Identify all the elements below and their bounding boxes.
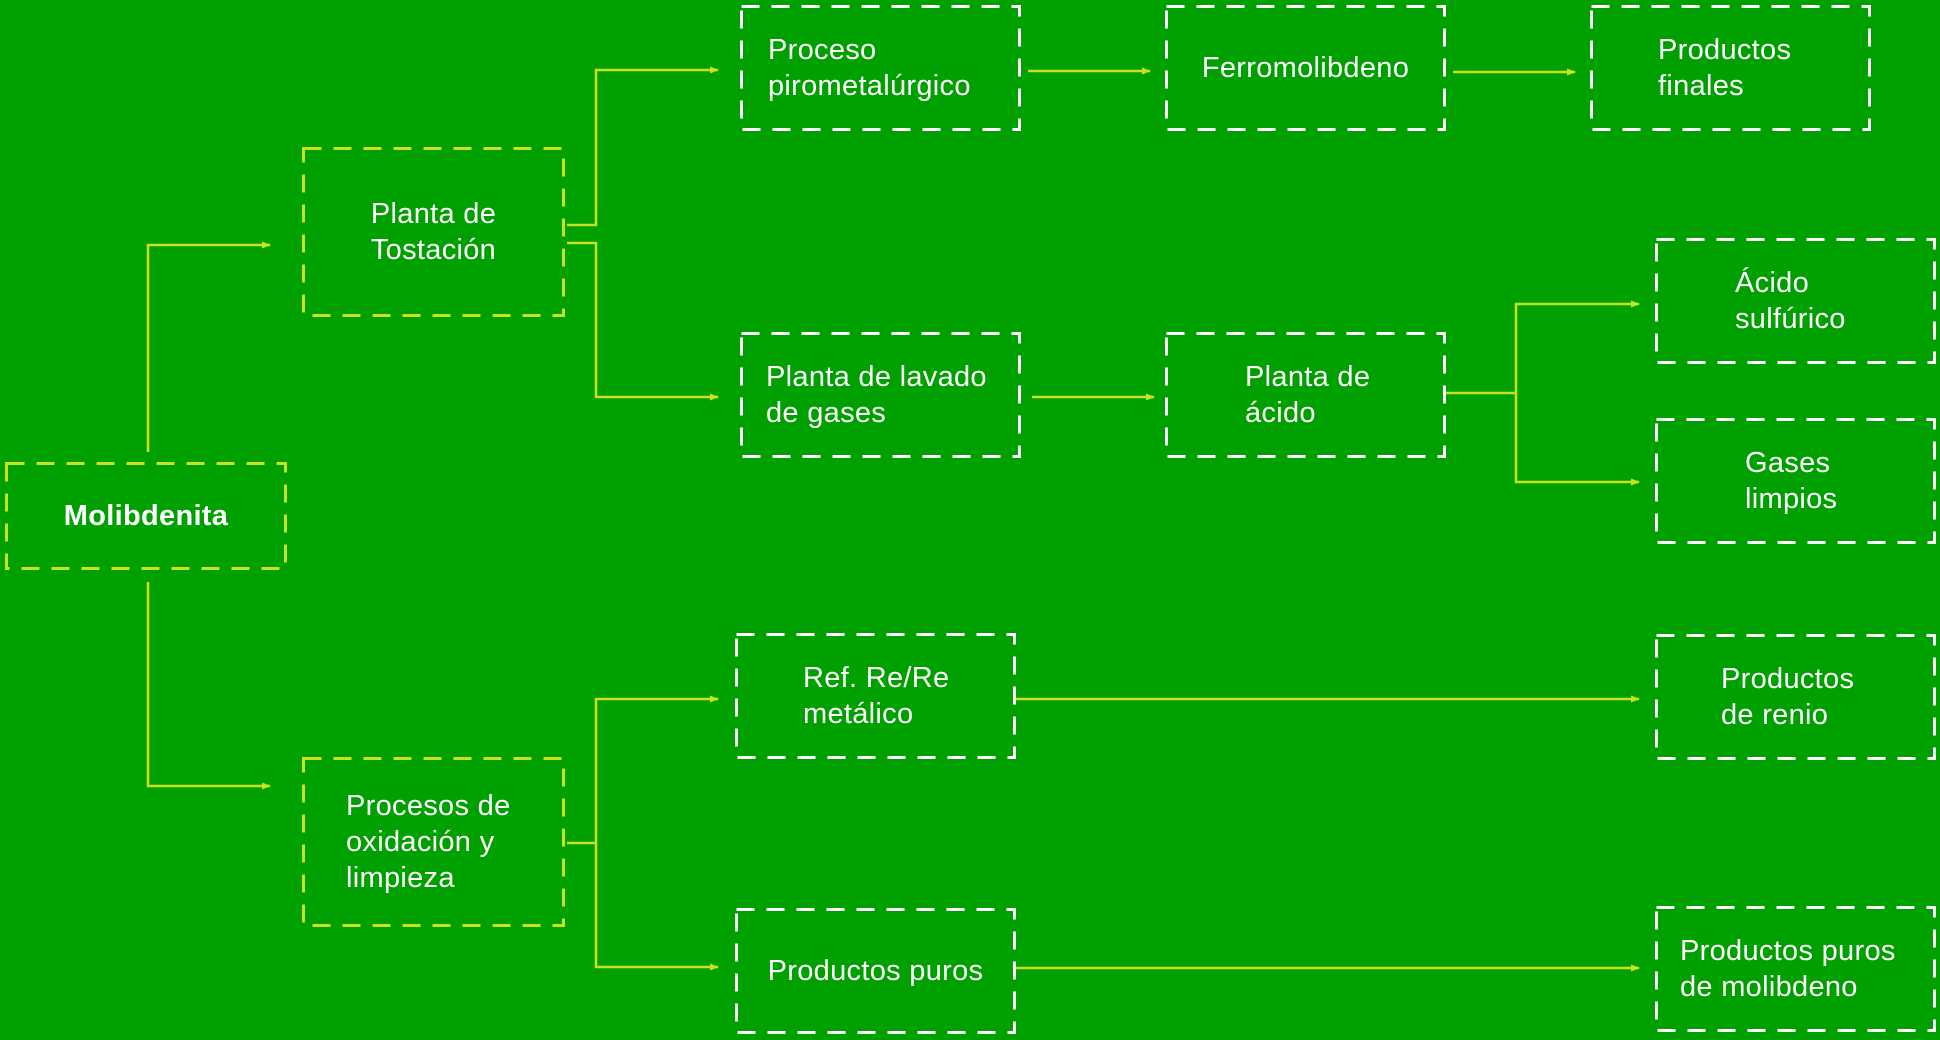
node-gases-limpios: Gases limpios [1655, 418, 1936, 544]
dashed-border [1590, 5, 1871, 131]
dashed-border [740, 332, 1021, 458]
node-productos-molibdeno: Productos puros de molibdeno [1655, 906, 1936, 1032]
node-planta-tostacion-label: Planta de Tostación [370, 198, 497, 266]
dashed-border [740, 5, 1021, 131]
dashed-border [302, 757, 565, 927]
node-productos-finales-label: Productos finales [1658, 34, 1792, 102]
node-proceso-pirometalurgico-label: Proceso pirometalúrgico [768, 34, 971, 102]
dashed-border [1655, 634, 1936, 760]
node-productos-molibdeno-label: Productos puros de molibdeno [1680, 935, 1896, 1003]
node-molibdenita: Molibdenita [5, 462, 287, 570]
node-productos-renio-label: Productos de renio [1721, 663, 1855, 731]
arrow-tostacion-to-lavado [567, 241, 719, 401]
node-planta-tostacion: Planta de Tostación [302, 147, 565, 317]
node-acido-sulfurico-label: Ácido sulfúrico [1735, 267, 1846, 335]
node-planta-acido: Planta de ácido [1165, 332, 1446, 458]
dashed-border [5, 462, 287, 570]
node-procesos-oxidacion-label: Procesos de oxidación y limpieza [346, 790, 511, 894]
arrow-acido-to-acido-sulfurico [1446, 300, 1640, 395]
node-planta-lavado: Planta de lavado de gases [740, 332, 1021, 458]
dashed-border [1655, 238, 1936, 364]
node-productos-renio: Productos de renio [1655, 634, 1936, 760]
node-proceso-pirometalurgico: Proceso pirometalúrgico [740, 5, 1021, 131]
arrow-acido-to-gases-limpios [1514, 393, 1640, 486]
node-gases-limpios-label: Gases limpios [1745, 447, 1838, 515]
node-ferromolibdeno: Ferromolibdeno [1165, 5, 1446, 131]
node-productos-finales: Productos finales [1590, 5, 1871, 131]
dashed-border [1655, 418, 1936, 544]
arrow-oxidacion-to-ref-re [567, 695, 719, 845]
node-ref-re-label: Ref. Re/Re metálico [803, 662, 950, 730]
node-productos-puros-label: Productos puros [767, 955, 984, 987]
node-ref-re: Ref. Re/Re metálico [735, 633, 1016, 759]
dashed-border [1655, 906, 1936, 1032]
arrow-oxidacion-to-productos-puros [594, 843, 719, 971]
node-acido-sulfurico: Ácido sulfúrico [1655, 238, 1936, 364]
dashed-border [1165, 332, 1446, 458]
dashed-border [302, 147, 565, 317]
arrow-molibdenita-to-oxidacion [146, 582, 271, 790]
node-planta-lavado-label: Planta de lavado de gases [766, 361, 987, 429]
node-planta-acido-label: Planta de ácido [1245, 361, 1371, 429]
node-ferromolibdeno-label: Ferromolibdeno [1201, 52, 1410, 84]
arrow-molibdenita-to-tostacion [146, 241, 271, 452]
arrow-tostacion-to-pirometalurgico [567, 66, 719, 227]
node-productos-puros: Productos puros [735, 908, 1016, 1034]
node-molibdenita-label: Molibdenita [63, 500, 229, 532]
node-procesos-oxidacion: Procesos de oxidación y limpieza [302, 757, 565, 927]
dashed-border [1165, 5, 1446, 131]
dashed-border [735, 908, 1016, 1034]
dashed-border [735, 633, 1016, 759]
